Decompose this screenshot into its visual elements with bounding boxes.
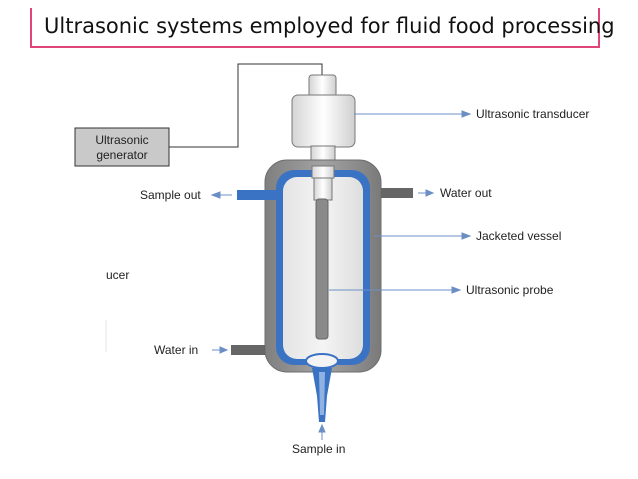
probe-coupler: [313, 177, 333, 201]
generator-cable: [169, 63, 323, 148]
generator-label-line1: Ultrasonic: [95, 133, 148, 147]
jacketed-vessel-label: Jacketed vessel: [476, 229, 561, 243]
ultrasonic-generator: Ultrasonic generator: [74, 127, 170, 167]
slide-title: Ultrasonic systems employed for fluid fo…: [44, 14, 615, 38]
inlet-opening: [305, 353, 339, 369]
sample-out-label: Sample out: [140, 188, 201, 202]
transducer-label: Ultrasonic transducer: [476, 107, 589, 121]
stray-label: ucer: [106, 268, 129, 282]
water-out-label: Water out: [440, 186, 492, 200]
probe-horn: [311, 165, 335, 179]
title-frame: [30, 8, 600, 48]
water-in-pipe: [231, 345, 265, 355]
nozzle-highlight: [319, 372, 325, 415]
ultrasonic-probe-label: Ultrasonic probe: [466, 283, 554, 297]
generator-label-line2: generator: [96, 148, 147, 162]
sample-out-pipe: [237, 190, 283, 200]
ultrasonic-transducer: [291, 74, 356, 169]
water-out-pipe: [381, 188, 413, 198]
leader-lines: [210, 110, 472, 440]
water-in-label: Water in: [154, 343, 198, 357]
sample-in-label: Sample in: [292, 442, 345, 456]
ultrasonic-probe: [315, 198, 329, 340]
